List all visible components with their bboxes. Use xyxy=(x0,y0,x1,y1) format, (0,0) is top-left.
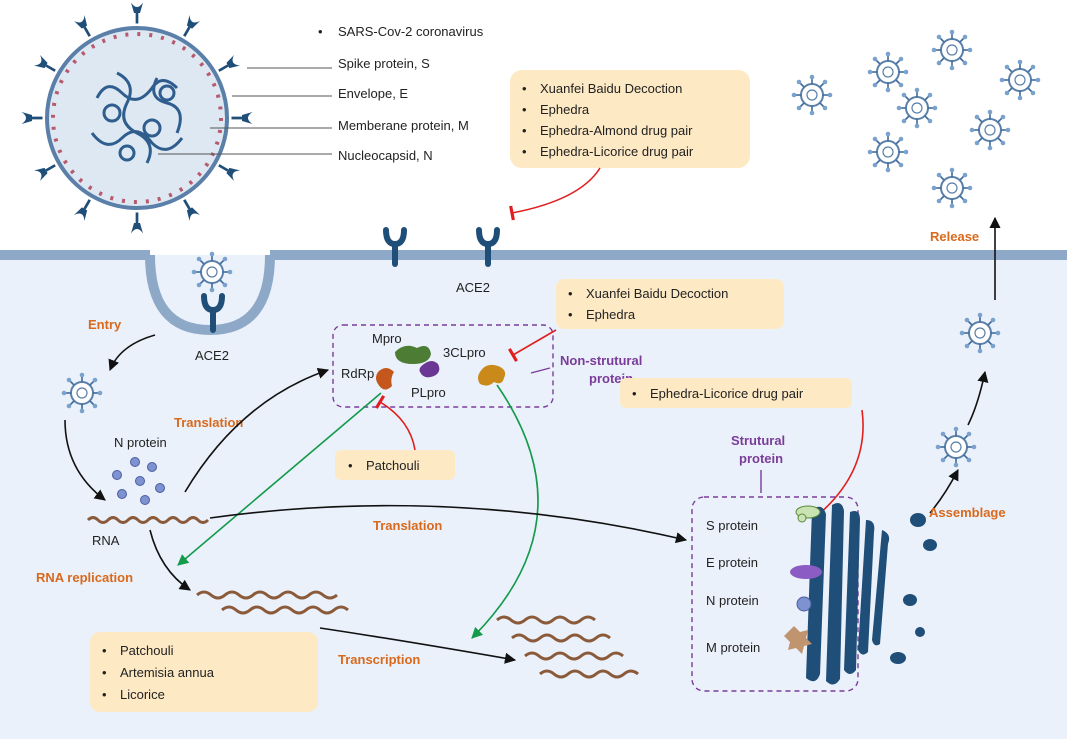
entry-drug-box: • Xuanfei Baidu Decoction • Ephedra • Ephed… xyxy=(510,70,750,168)
e-protein-label: E protein xyxy=(706,555,758,570)
n-protein-er-label: N protein xyxy=(706,593,759,608)
rdrp-shape xyxy=(376,368,394,390)
translation-top-label: Translation xyxy=(174,415,243,430)
m-protein-icon xyxy=(784,626,812,654)
endoplasmic-reticulum xyxy=(806,503,937,685)
svg-text:•: • xyxy=(102,643,107,658)
transcribed-rnas xyxy=(496,615,639,679)
translation-top-arrow xyxy=(184,367,330,493)
m-protein-label: M protein xyxy=(706,640,760,655)
svg-text:•: • xyxy=(568,286,573,301)
replicated-rna-2 xyxy=(221,605,349,615)
e-protein-icon xyxy=(790,565,822,579)
assemblage-label: Assemblage xyxy=(929,505,1006,520)
replication-arrow xyxy=(149,529,191,591)
assembled-virion xyxy=(934,425,978,469)
translation-mid-arrow xyxy=(209,504,688,544)
replication-drug-box: • Patchouli • Artemisia annua • Licorice xyxy=(90,632,318,712)
replication-drug-1: Patchouli xyxy=(120,643,174,658)
svg-text:•: • xyxy=(522,81,527,96)
internalized-virion xyxy=(60,371,104,415)
3clpro-shape xyxy=(478,364,506,386)
protease-drug-box: • Xuanfei Baidu Decoction • Ephedra xyxy=(556,279,784,329)
large-coronavirus xyxy=(19,0,255,236)
replication-drug-2: Artemisia annua xyxy=(120,665,215,680)
legend-spike: Spike protein, S xyxy=(338,56,430,71)
plpro-label: PLpro xyxy=(411,385,446,400)
svg-text:•: • xyxy=(318,24,323,39)
3clpro-transcription-arrow xyxy=(471,384,539,639)
replicated-rna-1 xyxy=(196,590,338,600)
mpro-label: Mpro xyxy=(372,331,402,346)
n-protein-er-icon xyxy=(796,596,812,612)
protease-drug-1: Xuanfei Baidu Decoction xyxy=(586,286,728,301)
entering-virion xyxy=(190,250,234,294)
structural-drug-1: Ephedra-Licorice drug pair xyxy=(650,386,804,401)
replication-drug-3: Licorice xyxy=(120,687,165,702)
transport-arrow xyxy=(967,370,989,426)
svg-text:•: • xyxy=(102,665,107,680)
cell-membrane xyxy=(0,250,1067,336)
translation-mid-label: Translation xyxy=(373,518,442,533)
ace2-pit-label: ACE2 xyxy=(195,348,229,363)
svg-text:•: • xyxy=(522,144,527,159)
structural-label-1: Strutural xyxy=(731,433,785,448)
protease-inhibition-line xyxy=(508,329,557,363)
mpro-shape xyxy=(395,345,431,364)
n-protein-particles xyxy=(112,457,165,505)
nonstructural-label-1: Non-strutural xyxy=(560,353,642,368)
entry-drug-4: Ephedra-Licorice drug pair xyxy=(540,144,694,159)
rdrp-drug-1: Patchouli xyxy=(366,458,420,473)
structural-inhibition-line xyxy=(812,409,864,522)
transport-virion xyxy=(958,311,1002,355)
nonstructural-protein-box xyxy=(332,324,554,408)
entry-inhibition-line xyxy=(509,167,601,221)
plpro-shape xyxy=(419,361,440,378)
legend-membrane: Memberane protein, M xyxy=(338,118,469,133)
nonstructural-connector xyxy=(530,367,551,374)
viral-rna xyxy=(86,516,210,524)
entry-drug-1: Xuanfei Baidu Decoction xyxy=(540,81,682,96)
ace2-membrane-label: ACE2 xyxy=(456,280,490,295)
rdrp-label: RdRp xyxy=(341,366,374,381)
svg-text:•: • xyxy=(568,307,573,322)
entry-drug-2: Ephedra xyxy=(540,102,590,117)
structural-label-2: protein xyxy=(739,451,783,466)
released-virions xyxy=(790,28,1042,210)
legend-nucleocapsid: Nucleocapsid, N xyxy=(338,148,433,163)
rna-replication-label: RNA replication xyxy=(36,570,133,585)
assembly-arrow xyxy=(929,469,959,514)
rdrp-replication-arrow xyxy=(177,392,382,566)
entry-arrow xyxy=(108,334,156,372)
svg-text:•: • xyxy=(632,386,637,401)
threeclpro-label: 3CLpro xyxy=(443,345,486,360)
s-protein-label: S protein xyxy=(706,518,758,533)
entry-label: Entry xyxy=(88,317,122,332)
release-label: Release xyxy=(930,229,979,244)
structural-drug-box: • Ephedra-Licorice drug pair xyxy=(620,378,852,408)
protease-drug-2: Ephedra xyxy=(586,307,636,322)
uncoating-arrow xyxy=(64,419,106,501)
transcription-arrow xyxy=(319,627,517,664)
transcription-label: Transcription xyxy=(338,652,420,667)
n-protein-label: N protein xyxy=(114,435,167,450)
entry-drug-3: Ephedra-Almond drug pair xyxy=(540,123,693,138)
virus-legend: • SARS-Cov-2 coronavirus Spike protein, … xyxy=(158,24,484,163)
rna-label: RNA xyxy=(92,533,120,548)
svg-text:•: • xyxy=(348,458,353,473)
svg-text:•: • xyxy=(102,687,107,702)
s-protein-icon xyxy=(795,505,821,523)
legend-coronavirus: SARS-Cov-2 coronavirus xyxy=(338,24,484,39)
rdrp-drug-box: • Patchouli xyxy=(335,450,455,480)
rdrp-inhibition-line xyxy=(374,395,416,451)
legend-envelope: Envelope, E xyxy=(338,86,408,101)
svg-text:•: • xyxy=(522,123,527,138)
svg-text:•: • xyxy=(522,102,527,117)
